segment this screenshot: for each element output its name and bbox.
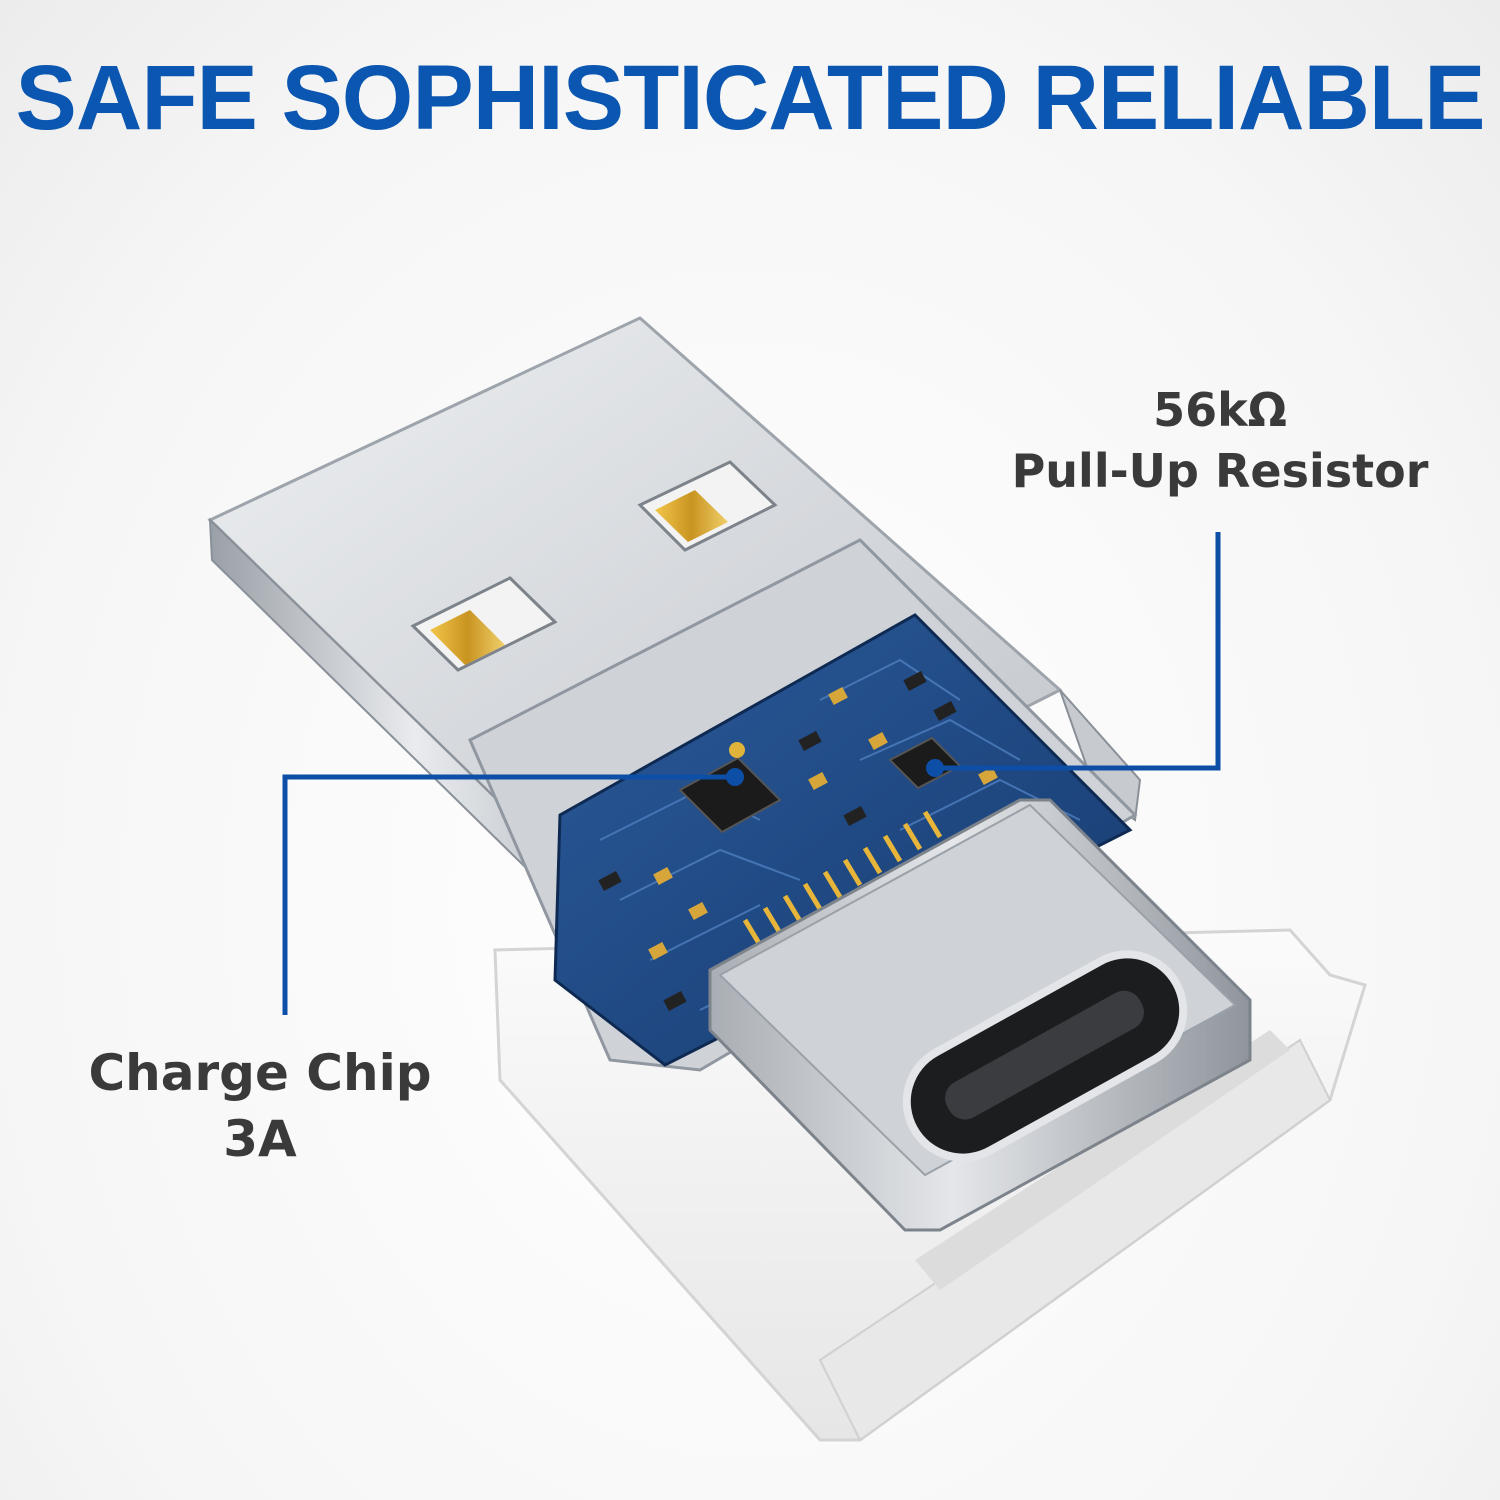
callout-chip: Charge Chip 3A bbox=[70, 1040, 450, 1172]
usb-a-contact-window-left bbox=[410, 576, 558, 672]
callout-resistor: 56kΩ Pull-Up Resistor bbox=[1000, 380, 1440, 501]
resistor-value: 56kΩ bbox=[1153, 383, 1287, 437]
callout-line-resistor bbox=[926, 532, 1221, 777]
chip-label: Charge Chip bbox=[88, 1044, 432, 1102]
resistor-label: Pull-Up Resistor bbox=[1011, 443, 1429, 498]
callout-line-chip bbox=[282, 768, 744, 1015]
chip-value: 3A bbox=[223, 1110, 297, 1168]
headline: SAFE SOPHISTICATED RELIABLE bbox=[15, 47, 1486, 149]
usb-c-port bbox=[708, 798, 1252, 1232]
usb-a-contact-window-right bbox=[637, 460, 778, 552]
